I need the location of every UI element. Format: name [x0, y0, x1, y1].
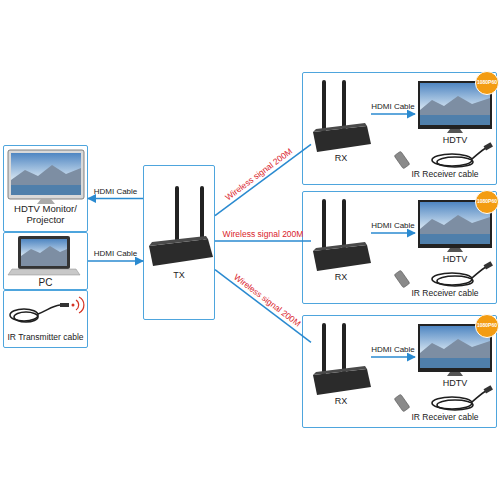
node-label: HDTV Monitor/ Projector: [4, 204, 87, 226]
signal-label: Wireless signal 200M: [224, 147, 294, 202]
hdmi-connector: [88, 198, 143, 200]
receiver-box: IR Receiver cableRXHDTV1080P60: [302, 191, 497, 304]
antenna: [175, 186, 179, 242]
monitor-frame: [8, 150, 84, 199]
hdmi-connector: [371, 113, 415, 115]
laptop-mountains: [21, 246, 67, 266]
ir-waves: [76, 297, 84, 313]
node-label: HDTV: [415, 378, 495, 388]
node-label: HDTV: [415, 135, 495, 145]
source-box: IR Transmitter cable: [3, 290, 88, 348]
resolution-badge: 1080P60: [475, 71, 499, 95]
node-label: RX: [311, 272, 371, 282]
hdmi-connector: [371, 356, 415, 358]
receiver-box: IR Receiver cableRXHDTV1080P60: [302, 72, 497, 185]
receiver-device: RX: [311, 320, 371, 410]
cable-label: HDMI Cable: [371, 222, 415, 230]
wireless-connector: [215, 270, 311, 343]
node-label: 1080P60: [475, 323, 499, 329]
node-label: PC: [4, 277, 87, 289]
receiver-device: RX: [311, 196, 371, 286]
node-label: IR Transmitter cable: [4, 333, 87, 343]
hdmi-connector: [88, 260, 143, 262]
wireless-connector: [215, 144, 311, 215]
node-label: RX: [311, 396, 371, 406]
source-box: HDTV Monitor/ Projector: [3, 145, 88, 232]
hdmi-connector: [371, 232, 415, 234]
node-label: HDTV: [415, 254, 495, 264]
signal-label: Wireless signal 200M: [223, 230, 304, 239]
cable-label: HDMI Cable: [371, 103, 415, 111]
wireless-connector: [215, 240, 311, 242]
monitor-sky: [11, 153, 81, 195]
monitor-water: [11, 185, 81, 195]
hdtv-screen: HDTV1080P60: [415, 323, 495, 391]
laptop-illustration: [8, 236, 80, 275]
ir-emitter: [72, 304, 75, 307]
laptop-screen: [21, 239, 67, 266]
node-label: 1080P60: [475, 199, 499, 205]
signal-label: Wireless signal 200M: [232, 273, 302, 329]
resolution-badge: 1080P60: [475, 190, 499, 214]
monitor-mountains: [11, 165, 81, 185]
node-label: 1080P60: [475, 80, 499, 86]
cable-plug: [60, 303, 69, 307]
cable-label: HDMI Cable: [371, 346, 415, 354]
transmitter-box: TX: [143, 165, 215, 320]
monitor-illustration: [8, 150, 84, 204]
resolution-badge: 1080P60: [475, 314, 499, 338]
hdtv-screen: HDTV1080P60: [415, 199, 495, 267]
ir-transmitter-cable: [10, 305, 60, 322]
node-label: IR Receiver cable: [395, 413, 495, 423]
node-label: RX: [311, 153, 371, 163]
ir-transmitter-illustration: [10, 297, 84, 322]
antenna: [200, 186, 204, 240]
transmitter-top: [149, 236, 208, 246]
laptop-lid: [18, 236, 70, 269]
transmitter-illustration: [149, 186, 213, 266]
receiver-device: RX: [311, 77, 371, 167]
cable-label: HDMI Cable: [94, 188, 138, 196]
receiver-box: IR Receiver cableRXHDTV1080P60: [302, 315, 497, 428]
node-label: TX: [144, 270, 214, 280]
node-label: IR Receiver cable: [395, 289, 495, 299]
node-label: IR Receiver cable: [395, 170, 495, 180]
hdtv-screen: HDTV1080P60: [415, 80, 495, 148]
laptop-base: [8, 269, 80, 275]
source-box: PC: [3, 232, 88, 290]
cable-label: HDMI Cable: [94, 250, 138, 258]
